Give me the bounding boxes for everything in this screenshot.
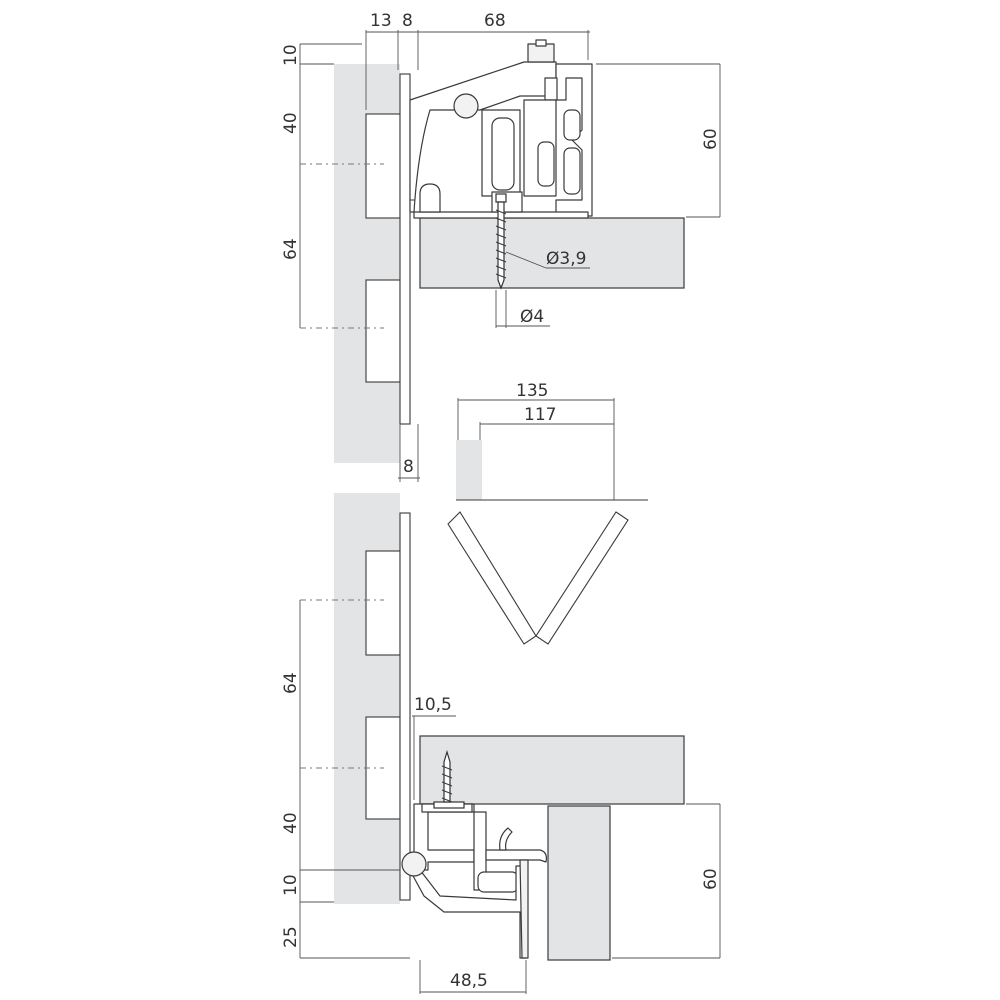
dim-top-68: 68 (484, 11, 506, 31)
dim-left-10-bottom: 10 (281, 874, 301, 896)
top-shelf-board (419, 217, 685, 289)
dim-screw-d4: Ø4 (520, 307, 544, 327)
dim-right-60-bottom: 60 (701, 868, 721, 890)
dim-mid-8: 8 (403, 457, 414, 477)
bottom-roller-ball (401, 851, 427, 877)
dim-bottom-48-5: 48,5 (450, 971, 488, 991)
bottom-screw (433, 749, 465, 809)
top-roller-ball (453, 93, 479, 119)
dim-left-40-bottom: 40 (281, 812, 301, 834)
bottom-rail-assembly (401, 803, 547, 959)
dimension-lines (299, 30, 721, 994)
dim-fold-117: 117 (524, 405, 556, 425)
dim-screw-d39: Ø3,9 (546, 249, 586, 269)
dim-top-8: 8 (402, 11, 413, 31)
dim-bottom-10-5: 10,5 (414, 695, 452, 715)
dim-top-13: 13 (370, 11, 392, 31)
panel-holes (365, 113, 401, 820)
dim-right-60-top: 60 (701, 128, 721, 150)
dim-fold-135: 135 (516, 381, 548, 401)
front-door-panel (399, 73, 411, 901)
dim-left-40-top: 40 (281, 112, 301, 134)
dim-left-25-bottom: 25 (281, 926, 301, 948)
bottom-shelf-board (419, 735, 685, 805)
dimension-labels: 13 8 68 10 40 64 60 Ø3,9 Ø4 8 135 117 64… (281, 11, 721, 991)
dim-left-64-top: 64 (281, 238, 301, 260)
dim-left-64-bottom: 64 (281, 672, 301, 694)
fold-schematic (447, 440, 648, 645)
dim-left-10-top: 10 (281, 44, 301, 66)
top-screw (495, 193, 507, 290)
top-rail-assembly (409, 39, 593, 219)
bottom-side-block (547, 805, 611, 961)
